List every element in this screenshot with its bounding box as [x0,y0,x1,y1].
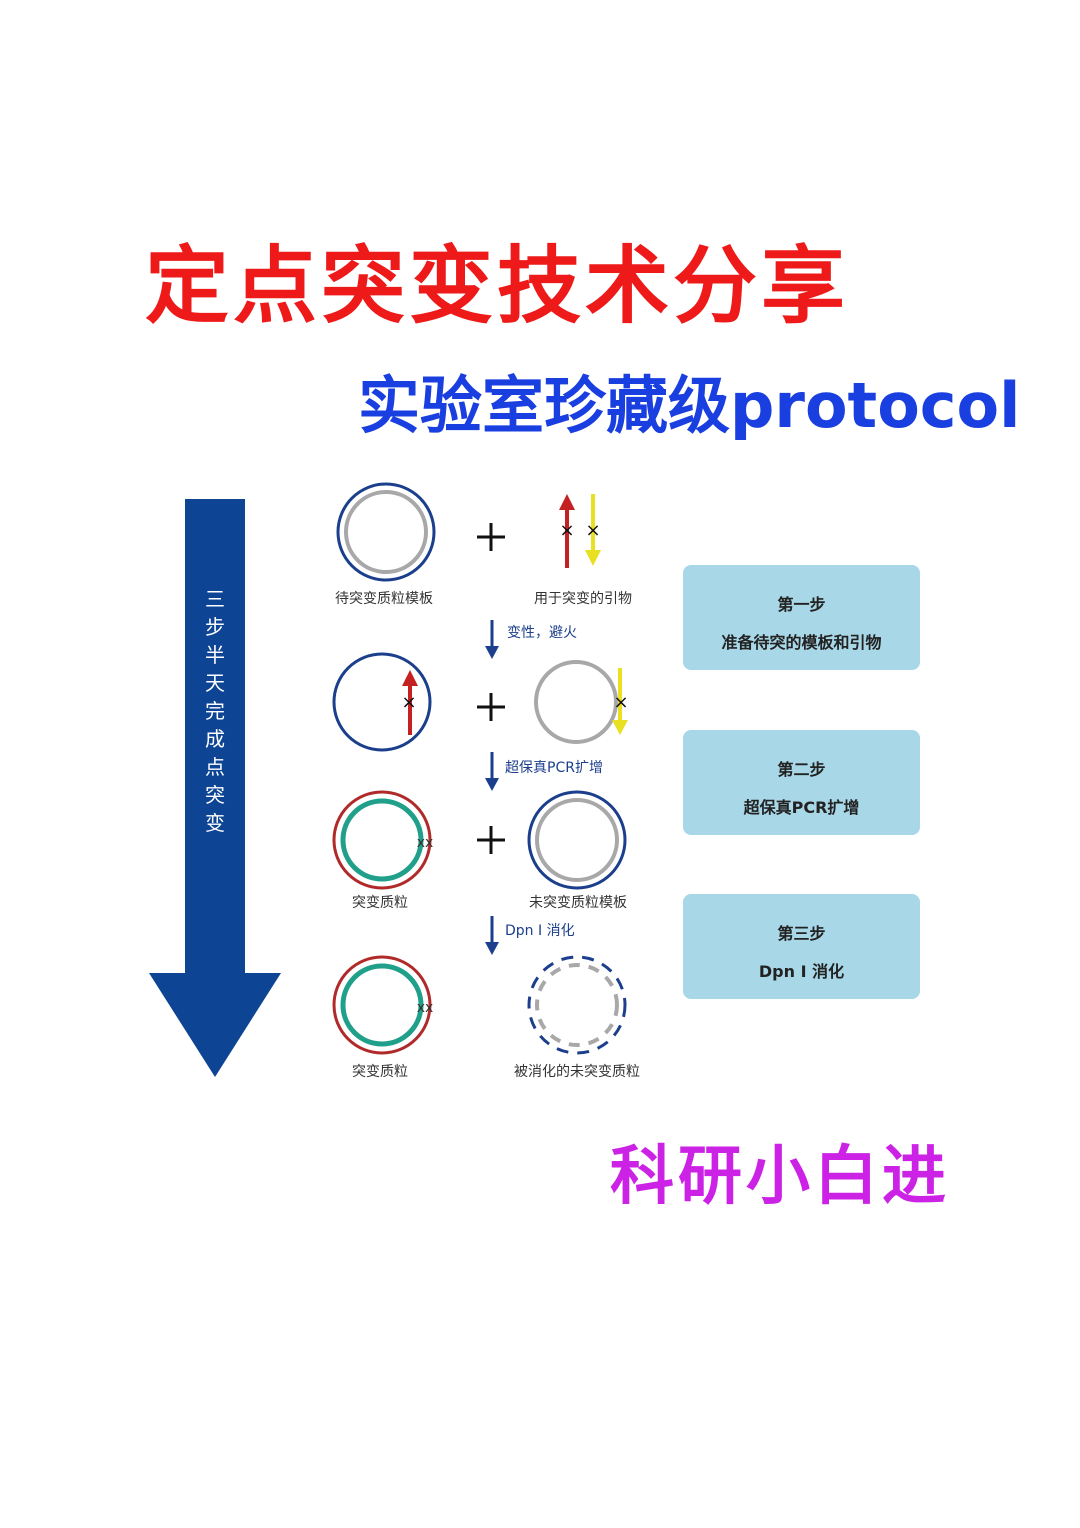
step-card: 第一步 准备待突的模板和引物 [683,565,920,670]
mutant-plasmid-label: 突变质粒 [352,895,408,911]
arrow-label: 三 步 半 天 完 成 点 突 变 [198,585,232,837]
footer-tagline: 科研小白进 [610,1140,950,1214]
step-text: 超保真PCR扩增 [743,798,860,817]
step-heading: 第二步 [777,760,826,779]
arrow-label-char: 三 [205,587,225,611]
pcr-amplify-label: 超保真PCR扩增 [505,760,603,776]
mutation-mark: xx [417,835,434,851]
arrow-label-char: 成 [205,727,225,751]
page-subtitle: 实验室珍藏级protocol [358,369,1021,442]
step-text: Dpn I 消化 [758,962,845,981]
mutant-plasmid-label: 突变质粒 [352,1064,408,1080]
svg-text:×: × [559,520,574,541]
dpni-digest-label: Dpn I 消化 [505,923,575,939]
down-arrow-icon [485,916,499,955]
page-title: 定点突变技术分享 [145,237,850,335]
mutation-mark: xx [417,1000,434,1016]
primers-label: 用于突变的引物 [534,591,632,607]
arrow-label-char: 天 [205,671,225,695]
template-plasmid-icon [527,790,627,890]
step-heading: 第一步 [777,595,826,614]
arrow-label-char: 变 [205,811,225,835]
digested-template-label: 被消化的未突变质粒 [514,1064,640,1080]
arrow-label-char: 完 [205,699,225,723]
template-plasmid-label: 待突变质粒模板 [335,591,433,607]
arrow-label-char: 半 [205,643,225,667]
digested-plasmid-icon [527,955,627,1055]
svg-text:×: × [401,692,416,713]
svg-text:×: × [613,692,628,713]
step-card: 第二步 超保真PCR扩增 [683,730,920,835]
primer-pair-icon: × × [559,494,601,568]
big-down-arrow [149,499,281,1077]
mutant-plasmid-icon [332,790,432,890]
mutagenesis-diagram: 待突变质粒模板 × × 用于突变的引物 变性，避火 × × 超保真P [332,482,640,1080]
step-text: 准备待突的模板和引物 [721,633,882,652]
template-plasmid-icon [336,482,436,582]
plus-icon [477,693,505,721]
plus-icon [477,523,505,551]
annealed-strand-icon: × [332,652,432,752]
step-card: 第三步 Dpn I 消化 [683,894,920,999]
down-arrow-icon [485,752,499,791]
mutant-plasmid-icon [332,955,432,1055]
arrow-label-char: 步 [205,615,225,639]
step-heading: 第三步 [777,924,826,943]
denature-anneal-label: 变性，避火 [507,625,577,641]
unmutated-template-label: 未突变质粒模板 [529,895,627,911]
svg-text:×: × [585,520,600,541]
annealed-strand-icon: × [534,660,629,744]
down-arrow-icon [485,620,499,659]
plus-icon [477,826,505,854]
arrow-label-char: 点 [205,755,225,779]
arrow-label-char: 突 [205,783,225,807]
